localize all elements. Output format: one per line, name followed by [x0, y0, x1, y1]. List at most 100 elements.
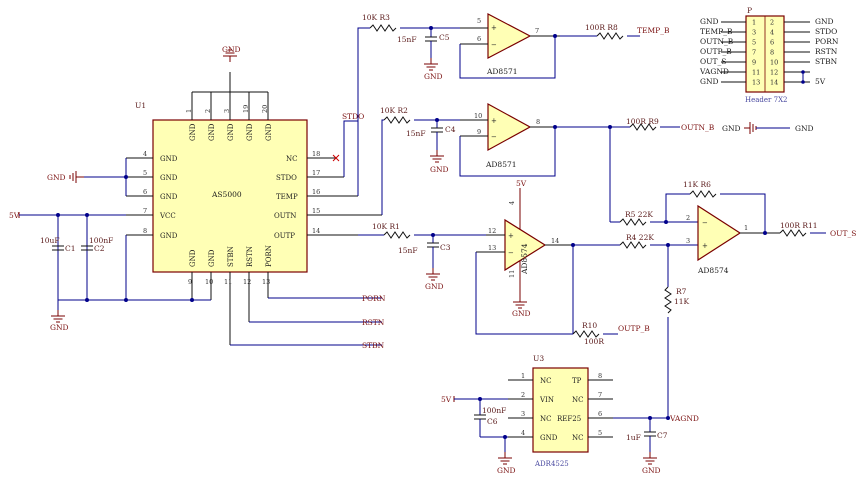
svg-text:GND: GND [50, 323, 69, 332]
svg-text:GND: GND [246, 123, 254, 141]
svg-text:−: − [508, 249, 514, 257]
svg-text:OUTN_B: OUTN_B [681, 123, 715, 132]
u1-name: AS5000 [211, 190, 242, 199]
control-nets: STDO PORN RSTN STBN [230, 112, 386, 350]
svg-text:10: 10 [474, 112, 482, 120]
svg-text:GND: GND [189, 249, 197, 267]
svg-text:GND: GND [642, 466, 661, 475]
svg-text:P: P [747, 6, 752, 15]
svg-text:100nF: 100nF [482, 406, 506, 415]
outn-buffer: 10K R2 GND 15nF C4 10 9 +− 8 AD8571 100R… [380, 102, 715, 222]
svg-text:NC: NC [540, 377, 551, 385]
svg-text:1: 1 [185, 109, 193, 113]
svg-text:7: 7 [598, 391, 602, 399]
header-right-pin-no: 10 [770, 59, 778, 67]
svg-text:R5 22K: R5 22K [625, 210, 653, 219]
svg-text:AD8571: AD8571 [485, 160, 517, 169]
svg-text:C7: C7 [657, 431, 668, 440]
header-left-pin-no: 3 [752, 29, 756, 37]
svg-text:2: 2 [521, 391, 525, 399]
header-left-net: OUT_S [700, 57, 726, 66]
svg-text:10K R2: 10K R2 [380, 106, 408, 115]
svg-text:8: 8 [598, 372, 602, 380]
u1-pin-4: GND [160, 155, 178, 163]
svg-text:C2: C2 [94, 244, 105, 253]
svg-text:11: 11 [508, 270, 516, 278]
svg-text:GND: GND [424, 72, 443, 81]
svg-text:11K R6: 11K R6 [683, 180, 711, 189]
header-right-net: RSTN [815, 47, 838, 56]
svg-text:10: 10 [205, 278, 213, 286]
u1-pin-14: OUTP [274, 232, 295, 240]
svg-text:18: 18 [312, 150, 320, 158]
svg-text:+: + [491, 117, 497, 125]
header-right-net: STDO [815, 27, 837, 36]
svg-text:PORN: PORN [362, 294, 386, 303]
svg-text:1: 1 [521, 372, 525, 380]
svg-text:6: 6 [143, 188, 147, 196]
header-left-pin-no: 5 [752, 39, 756, 47]
header-right-pin-no: 6 [770, 39, 774, 47]
svg-text:19: 19 [242, 105, 250, 113]
svg-text:1uF: 1uF [626, 433, 641, 442]
svg-text:20: 20 [261, 105, 269, 113]
svg-text:STDO: STDO [342, 112, 364, 121]
svg-text:8: 8 [536, 118, 540, 126]
svg-text:13: 13 [488, 244, 496, 252]
svg-text:C1: C1 [65, 244, 76, 253]
svg-text:STBN: STBN [227, 246, 235, 267]
svg-text:14: 14 [551, 237, 559, 245]
svg-text:GND: GND [497, 466, 516, 475]
svg-text:100R R8: 100R R8 [585, 23, 618, 32]
header-right-net: PORN [815, 37, 839, 46]
svg-text:5: 5 [598, 429, 602, 437]
svg-text:PORN: PORN [265, 245, 273, 267]
svg-text:9: 9 [188, 278, 192, 286]
svg-text:2: 2 [686, 214, 690, 222]
svg-text:15nF: 15nF [398, 246, 418, 255]
reference-nets: 5V 100nF C6 GND VAGND 1uF C7 GND [441, 395, 699, 475]
u3-ref: U3 [533, 354, 544, 363]
svg-text:GND: GND [265, 123, 273, 141]
u1-pin-7: VCC [159, 212, 176, 220]
svg-text:10K R1: 10K R1 [372, 222, 400, 231]
svg-text:4: 4 [508, 201, 516, 205]
svg-text:GND: GND [540, 434, 558, 442]
svg-text:7: 7 [535, 27, 539, 35]
svg-text:R7: R7 [676, 287, 687, 296]
header-left-pin-no: 11 [752, 69, 760, 77]
svg-text:17: 17 [312, 169, 320, 177]
svg-text:15nF: 15nF [406, 129, 426, 138]
svg-text:5V: 5V [441, 395, 452, 404]
svg-text:1: 1 [744, 224, 748, 232]
u1-pin-17: STDO [276, 174, 297, 182]
svg-text:C3: C3 [440, 243, 451, 252]
svg-text:100R R9: 100R R9 [626, 117, 659, 126]
u1-pin-8: GND [160, 232, 178, 240]
u1-ref: U1 [135, 101, 146, 110]
header-left-net: GND [700, 17, 719, 26]
svg-text:GND: GND [795, 124, 814, 133]
header-junction [801, 80, 805, 84]
svg-text:GND: GND [227, 123, 235, 141]
header-left-pin-no: 13 [752, 79, 760, 87]
svg-text:4: 4 [143, 150, 147, 158]
svg-text:10K R3: 10K R3 [362, 13, 390, 22]
svg-text:OUTP_B: OUTP_B [618, 324, 650, 333]
svg-text:GND: GND [189, 123, 197, 141]
svg-text:15: 15 [312, 207, 320, 215]
svg-text:8: 8 [143, 227, 147, 235]
svg-text:10uF: 10uF [40, 236, 60, 245]
svg-text:6: 6 [598, 410, 602, 418]
svg-text:−: − [702, 219, 708, 227]
svg-text:−: − [491, 41, 497, 49]
svg-text:11: 11 [224, 278, 232, 286]
svg-text:C6: C6 [487, 417, 498, 426]
outp-buffer: 10K R1 GND 15nF C3 12 13 +− 5V 4 GND 11 … [358, 179, 650, 346]
u1-pin-15: OUTN [274, 212, 296, 220]
u1-gnd-group: GND [47, 158, 128, 196]
svg-text:5V: 5V [9, 211, 20, 220]
svg-text:3: 3 [686, 237, 690, 245]
u3-ic: U3 ADR4525 1 2 3 4 NC VIN NC GND 8 7 6 5… [508, 354, 613, 468]
